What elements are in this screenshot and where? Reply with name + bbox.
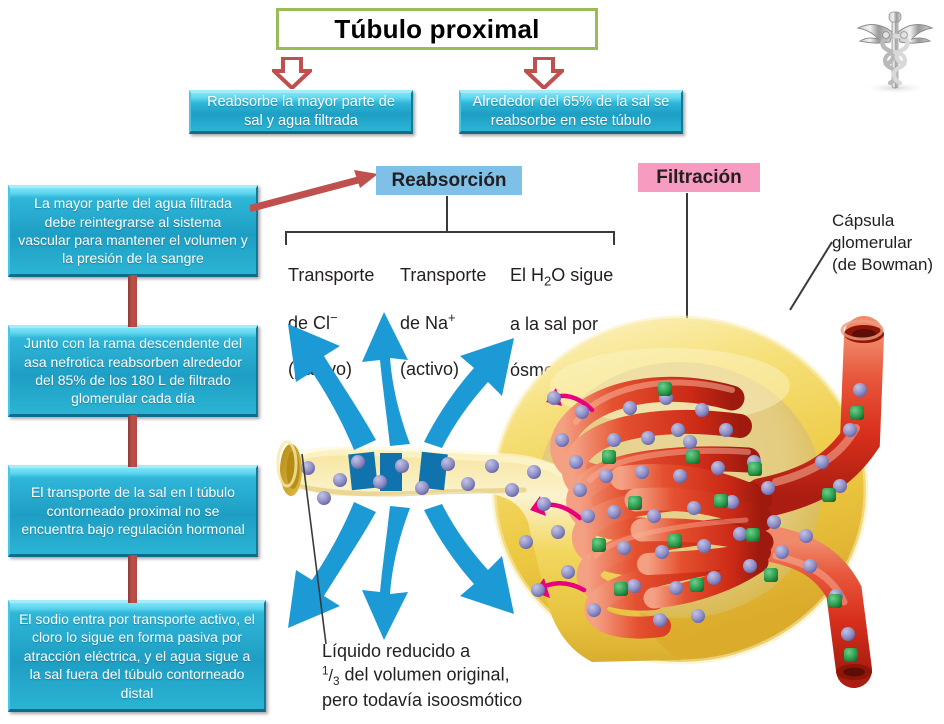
transport-na-line2: de Na+ (400, 310, 456, 334)
transport-h2o-line2: a la sal por (510, 314, 599, 335)
leader-line-capsula (788, 240, 838, 319)
page-title: Túbulo proximal (276, 8, 598, 50)
connector-line-3 (128, 555, 137, 603)
caption-line-1: Líquido reducido a (322, 641, 471, 661)
info-box-asa-nefrotica-text: Junto con la rama descendente del asa ne… (24, 335, 242, 407)
info-box-regulacion-hormonal-text: El transporte de la sal en l túbulo cont… (21, 484, 245, 538)
connector-line-1 (128, 275, 137, 327)
protein-particles (592, 382, 864, 662)
info-box-sodio-cloro-text: El sodio entra por transporte activo, el… (19, 610, 255, 701)
info-box-regulacion-hormonal[interactable]: El transporte de la sal en l túbulo cont… (8, 465, 258, 557)
transport-na-line1: Transporte (400, 265, 487, 286)
info-box-reabsorbe[interactable]: Reabsorbe la mayor parte de sal y agua f… (189, 90, 413, 134)
info-box-asa-nefrotica[interactable]: Junto con la rama descendente del asa ne… (8, 325, 258, 417)
pointer-arrow-to-reabsorcion (248, 168, 390, 223)
label-filtracion: Filtración (638, 163, 760, 192)
label-reabsorcion-text: Reabsorción (391, 169, 507, 191)
vessel-openings (836, 319, 884, 680)
info-box-agua-filtrada-text: La mayor parte del agua filtrada debe re… (18, 195, 248, 267)
info-box-sodio-cloro[interactable]: El sodio entra por transporte activo, el… (8, 600, 266, 712)
label-reabsorcion: Reabsorción (376, 166, 522, 195)
leader-line-liquido (300, 452, 340, 652)
caption-line-3: pero todavía isoosmótico (322, 690, 523, 711)
page-title-text: Túbulo proximal (334, 13, 540, 44)
caduceus-icon (848, 2, 942, 94)
info-box-agua-filtrada[interactable]: La mayor parte del agua filtrada debe re… (8, 185, 258, 277)
nephron-illustration (262, 290, 944, 690)
glomerulus-capillaries (550, 316, 884, 688)
transport-h2o-line1: El H2O sigue (510, 265, 614, 289)
transport-cl-line1: Transporte (288, 265, 375, 286)
transport-na-line3: (activo) (400, 359, 460, 380)
info-box-reabsorbe-text: Reabsorbe la mayor parte de sal y agua f… (207, 93, 395, 129)
down-block-arrow-right (520, 56, 568, 94)
leader-line-reabsorcion (446, 196, 448, 232)
label-capsula-glomerular: Cápsula glomerular (de Bowman) (832, 211, 934, 274)
leader-line-filtracion (686, 193, 688, 321)
transport-col-na: Transporte de Na+ (activo) (400, 241, 510, 405)
transport-arrows (288, 312, 514, 640)
info-box-65-percent-text: Alrededor del 65% de la sal se reabsorbe… (472, 93, 670, 129)
caption-liquido-reducido: Líquido reducido a 1/3 del volumen origi… (322, 640, 612, 713)
salt-particles (301, 383, 867, 641)
label-filtracion-text: Filtración (656, 166, 742, 188)
connector-line-2 (128, 415, 137, 467)
caption-line-2: 1/3 del volumen original, (322, 664, 510, 689)
info-box-65-percent[interactable]: Alrededor del 65% de la sal se reabsorbe… (459, 90, 683, 134)
down-block-arrow-left (268, 56, 316, 94)
transport-bracket (285, 231, 615, 245)
